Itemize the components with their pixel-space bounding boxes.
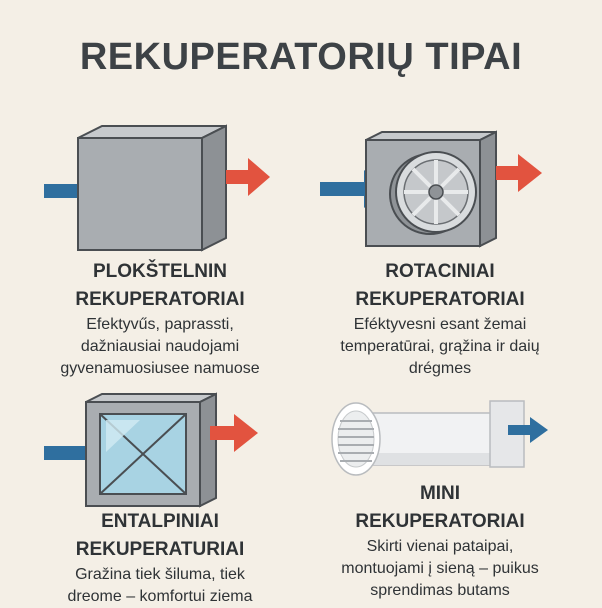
description-line: montuojami į sieną – puikus xyxy=(341,560,539,577)
description-line: drégmes xyxy=(408,360,472,377)
type-name-line: REKUPERATURIAI xyxy=(75,539,245,560)
type-name-rotary: ROTACINIAI REKUPERATORIAI xyxy=(290,258,590,314)
type-name-line: REKUPERATORIAI xyxy=(355,289,525,310)
page-title: REKUPERATORIŲ TIPAI xyxy=(79,36,523,78)
plate-recuperator-illustration xyxy=(44,124,270,252)
type-description-enthalpy: Gražina tiek šiluma, tiek dreome – komfo… xyxy=(10,564,310,608)
description-line: gyvenamuosiusee namuose xyxy=(60,360,260,377)
description-line: dažniausiai naudojami xyxy=(80,338,240,355)
type-name-mini: MINI REKUPERATORIAI xyxy=(290,480,590,536)
type-description-mini: Skirti vienai pataipai, montuojami į sie… xyxy=(290,536,590,602)
type-name-enthalpy: ENTALPINIAI REKUPERATURIAI xyxy=(10,508,310,564)
outflow-arrow-icon xyxy=(496,154,542,192)
type-name-line: PLOKŠTELNIN xyxy=(92,261,228,282)
plate-exchanger-box xyxy=(77,124,227,252)
type-name-line: MINI xyxy=(419,483,461,504)
description-line: temperatūrai, grąžina ir daių xyxy=(340,338,540,355)
outflow-arrow-icon xyxy=(226,158,270,196)
rotary-wheel-icon xyxy=(389,151,477,235)
description-line: dreome – komfortui ziema xyxy=(67,588,253,605)
description-line: sprendimas butams xyxy=(370,582,510,599)
inflow-arrow-icon xyxy=(508,417,548,443)
type-name-line: ENTALPINIAI xyxy=(101,511,219,532)
vent-grille-icon xyxy=(331,402,381,476)
description-line: Eféktyvesni esant žemai xyxy=(353,316,527,333)
description-line: Efektyvűs, paprassti, xyxy=(86,316,234,333)
type-name-plate: PLOKŠTELNIN REKUPERATORIAI xyxy=(10,258,310,314)
type-name-line: ROTACINIAI xyxy=(385,261,495,282)
type-description-rotary: Eféktyvesni esant žemai temperatūrai, gr… xyxy=(290,314,590,380)
type-description-plate: Efektyvűs, paprassti, dažniausiai naudoj… xyxy=(10,314,310,380)
type-name-line: REKUPERATORIAI xyxy=(75,289,245,310)
enthalpy-recuperator-illustration xyxy=(44,392,258,508)
wall-tube xyxy=(365,400,525,468)
type-name-line: REKUPERATORIAI xyxy=(355,511,525,532)
enthalpy-exchanger-box xyxy=(85,392,217,508)
rotary-recuperator-illustration xyxy=(320,130,542,248)
description-line: Skirti vienai pataipai, xyxy=(366,538,514,555)
mini-recuperator-illustration xyxy=(331,400,548,476)
outflow-arrow-icon xyxy=(210,414,258,452)
description-line: Gražina tiek šiluma, tiek xyxy=(75,566,245,583)
